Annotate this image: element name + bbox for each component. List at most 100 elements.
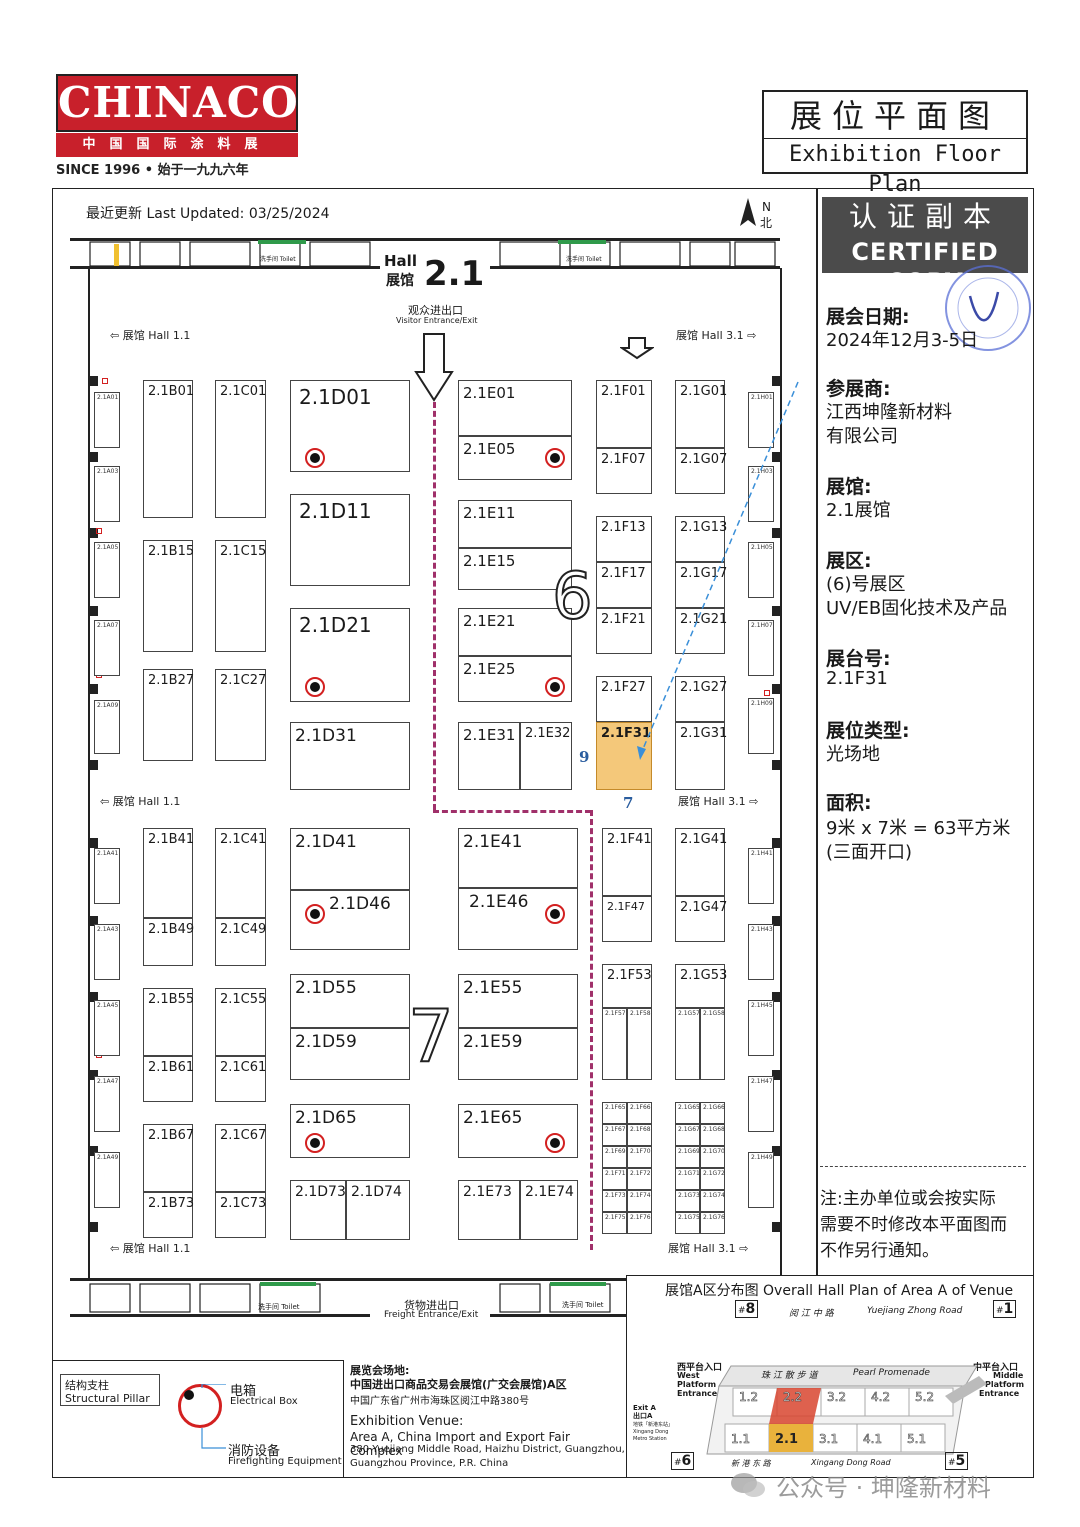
- booth-2-1f74[interactable]: 2.1F74: [627, 1190, 652, 1212]
- booth-2-1b15[interactable]: 2.1B15: [143, 540, 194, 652]
- booth-2-1g53[interactable]: 2.1G53: [675, 964, 727, 1008]
- booth-2-1f13[interactable]: 2.1F13: [596, 516, 652, 562]
- booth-2-1b41[interactable]: 2.1B41: [143, 828, 194, 918]
- booth-2-1d31[interactable]: 2.1D31: [290, 722, 410, 790]
- booth-2-1f69[interactable]: 2.1F69: [602, 1146, 627, 1168]
- booth-2-1c01[interactable]: 2.1C01: [215, 380, 266, 518]
- booth-2-1g68[interactable]: 2.1G68: [700, 1124, 725, 1146]
- booth-2-1f75[interactable]: 2.1F75: [602, 1212, 627, 1234]
- booth-2-1g66[interactable]: 2.1G66: [700, 1102, 725, 1124]
- booth-2-1g72[interactable]: 2.1G72: [700, 1168, 725, 1190]
- booth-2-1f41[interactable]: 2.1F41: [602, 828, 652, 896]
- booth-2-1e59[interactable]: 2.1E59: [458, 1028, 578, 1080]
- booth-2-1e73[interactable]: 2.1E73: [458, 1180, 520, 1240]
- booth-2-1g01[interactable]: 2.1G01: [675, 380, 727, 448]
- booth-2-1d74[interactable]: 2.1D74: [346, 1180, 410, 1240]
- booth-2-1a43[interactable]: 2.1A43: [94, 924, 120, 980]
- booth-2-1e15[interactable]: 2.1E15: [458, 548, 572, 590]
- booth-2-1f21[interactable]: 2.1F21: [596, 608, 652, 654]
- booth-2-1c73[interactable]: 2.1C73: [215, 1192, 266, 1238]
- booth-2-1b55[interactable]: 2.1B55: [143, 988, 194, 1056]
- booth-2-1g31[interactable]: 2.1G31: [675, 722, 727, 790]
- booth-2-1g73[interactable]: 2.1G73: [675, 1190, 700, 1212]
- booth-2-1h47[interactable]: 2.1H47: [748, 1076, 774, 1132]
- booth-2-1h07[interactable]: 2.1H07: [748, 620, 774, 676]
- booth-2-1e31[interactable]: 2.1E31: [458, 722, 520, 790]
- booth-2-1e21[interactable]: 2.1E21: [458, 608, 572, 656]
- booth-2-1a41[interactable]: 2.1A41: [94, 848, 120, 904]
- booth-2-1h43[interactable]: 2.1H43: [748, 924, 774, 980]
- booth-2-1e55[interactable]: 2.1E55: [458, 974, 578, 1028]
- booth-2-1h03[interactable]: 2.1H03: [748, 466, 774, 522]
- booth-2-1g69[interactable]: 2.1G69: [675, 1146, 700, 1168]
- booth-2-1b67[interactable]: 2.1B67: [143, 1124, 194, 1192]
- booth-2-1c27[interactable]: 2.1C27: [215, 669, 266, 761]
- booth-2-1h41[interactable]: 2.1H41: [748, 848, 774, 904]
- booth-2-1b27[interactable]: 2.1B27: [143, 669, 194, 761]
- booth-2-1f31[interactable]: 2.1F31: [596, 722, 652, 790]
- booth-2-1c41[interactable]: 2.1C41: [215, 828, 266, 918]
- booth-2-1f53[interactable]: 2.1F53: [602, 964, 652, 1008]
- booth-2-1a47[interactable]: 2.1A47: [94, 1076, 120, 1132]
- booth-2-1b73[interactable]: 2.1B73: [143, 1192, 194, 1238]
- booth-2-1f76[interactable]: 2.1F76: [627, 1212, 652, 1234]
- booth-2-1g17[interactable]: 2.1G17: [675, 562, 727, 608]
- booth-2-1h49[interactable]: 2.1H49: [748, 1152, 774, 1208]
- booth-2-1f17[interactable]: 2.1F17: [596, 562, 652, 608]
- booth-2-1g74[interactable]: 2.1G74: [700, 1190, 725, 1212]
- booth-2-1g58[interactable]: 2.1G58: [700, 1008, 725, 1080]
- booth-2-1f66[interactable]: 2.1F66: [627, 1102, 652, 1124]
- booth-2-1g21[interactable]: 2.1G21: [675, 608, 727, 654]
- booth-2-1h01[interactable]: 2.1H01: [748, 392, 774, 448]
- booth-2-1f47[interactable]: 2.1F47: [602, 896, 652, 942]
- booth-2-1f27[interactable]: 2.1F27: [596, 676, 652, 722]
- booth-2-1f68[interactable]: 2.1F68: [627, 1124, 652, 1146]
- booth-2-1c15[interactable]: 2.1C15: [215, 540, 266, 652]
- booth-2-1a03[interactable]: 2.1A03: [94, 466, 120, 522]
- booth-2-1f72[interactable]: 2.1F72: [627, 1168, 652, 1190]
- booth-2-1e01[interactable]: 2.1E01: [458, 380, 572, 436]
- booth-2-1f73[interactable]: 2.1F73: [602, 1190, 627, 1212]
- booth-2-1g07[interactable]: 2.1G07: [675, 448, 727, 494]
- booth-2-1a05[interactable]: 2.1A05: [94, 542, 120, 598]
- booth-2-1f70[interactable]: 2.1F70: [627, 1146, 652, 1168]
- booth-2-1f71[interactable]: 2.1F71: [602, 1168, 627, 1190]
- booth-2-1a45[interactable]: 2.1A45: [94, 1000, 120, 1056]
- booth-2-1d73[interactable]: 2.1D73: [290, 1180, 346, 1240]
- booth-2-1g70[interactable]: 2.1G70: [700, 1146, 725, 1168]
- booth-2-1a07[interactable]: 2.1A07: [94, 620, 120, 676]
- booth-2-1d11[interactable]: 2.1D11: [290, 494, 410, 586]
- booth-2-1d41[interactable]: 2.1D41: [290, 828, 410, 890]
- booth-2-1g71[interactable]: 2.1G71: [675, 1168, 700, 1190]
- booth-2-1b49[interactable]: 2.1B49: [143, 918, 194, 966]
- booth-2-1g27[interactable]: 2.1G27: [675, 676, 727, 722]
- booth-2-1a49[interactable]: 2.1A49: [94, 1152, 120, 1208]
- booth-2-1c61[interactable]: 2.1C61: [215, 1056, 266, 1102]
- booth-2-1f01[interactable]: 2.1F01: [596, 380, 652, 448]
- booth-2-1g67[interactable]: 2.1G67: [675, 1124, 700, 1146]
- booth-2-1e74[interactable]: 2.1E74: [520, 1180, 578, 1240]
- booth-2-1h45[interactable]: 2.1H45: [748, 1000, 774, 1056]
- booth-2-1e11[interactable]: 2.1E11: [458, 500, 572, 548]
- booth-2-1g65[interactable]: 2.1G65: [675, 1102, 700, 1124]
- booth-2-1f58[interactable]: 2.1F58: [627, 1008, 652, 1080]
- booth-2-1g57[interactable]: 2.1G57: [675, 1008, 700, 1080]
- booth-2-1a01[interactable]: 2.1A01: [94, 392, 120, 448]
- booth-2-1f65[interactable]: 2.1F65: [602, 1102, 627, 1124]
- booth-2-1g47[interactable]: 2.1G47: [675, 896, 727, 942]
- booth-2-1c67[interactable]: 2.1C67: [215, 1124, 266, 1192]
- booth-2-1b61[interactable]: 2.1B61: [143, 1056, 194, 1102]
- booth-2-1g75[interactable]: 2.1G75: [675, 1212, 700, 1234]
- booth-2-1c55[interactable]: 2.1C55: [215, 988, 266, 1056]
- booth-2-1f57[interactable]: 2.1F57: [602, 1008, 627, 1080]
- booth-2-1c49[interactable]: 2.1C49: [215, 918, 266, 966]
- booth-2-1h05[interactable]: 2.1H05: [748, 542, 774, 598]
- booth-2-1a09[interactable]: 2.1A09: [94, 700, 120, 754]
- booth-2-1g76[interactable]: 2.1G76: [700, 1212, 725, 1234]
- booth-2-1f07[interactable]: 2.1F07: [596, 448, 652, 494]
- booth-2-1h09[interactable]: 2.1H09: [748, 698, 774, 754]
- booth-2-1e41[interactable]: 2.1E41: [458, 828, 578, 888]
- booth-2-1d59[interactable]: 2.1D59: [290, 1028, 410, 1080]
- booth-2-1g13[interactable]: 2.1G13: [675, 516, 727, 562]
- booth-2-1d21[interactable]: 2.1D21: [290, 608, 410, 702]
